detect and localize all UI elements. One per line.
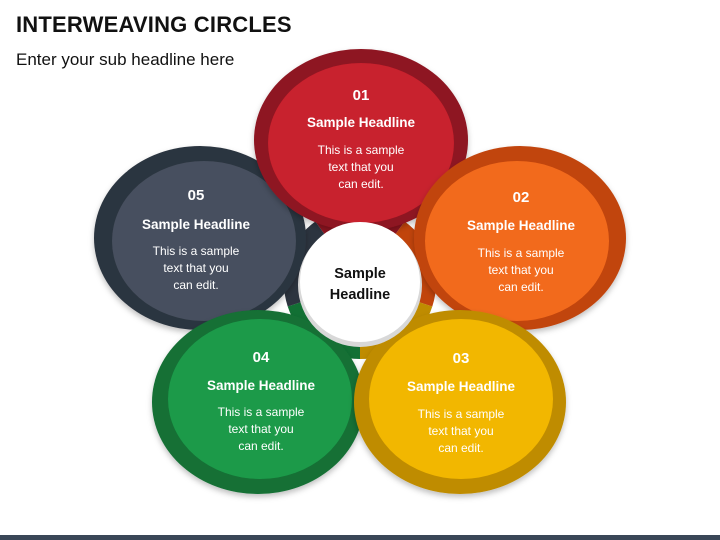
item-01-body-line2: text that you bbox=[328, 160, 393, 174]
center-headline-line2: Headline bbox=[330, 287, 390, 303]
bubble-05 bbox=[94, 146, 306, 330]
item-01-body-line3: can edit. bbox=[338, 177, 383, 191]
center-disc: Sample Headline bbox=[298, 222, 422, 347]
item-04-headline: Sample Headline bbox=[207, 378, 316, 393]
bubble-03-face bbox=[369, 319, 553, 479]
item-05-text: 05 Sample Headline This is a sample text… bbox=[142, 187, 251, 292]
bottom-bar bbox=[0, 535, 720, 540]
bubble-01-face bbox=[268, 63, 454, 223]
item-02-body-line1: This is a sample bbox=[478, 246, 565, 260]
item-05-body-line1: This is a sample bbox=[153, 244, 240, 258]
item-05-body-line3: can edit. bbox=[173, 278, 218, 292]
item-04-body-line2: text that you bbox=[228, 422, 293, 436]
bubble-03 bbox=[354, 310, 566, 494]
item-02-text: 02 Sample Headline This is a sample text… bbox=[467, 189, 576, 294]
item-02-body-line2: text that you bbox=[488, 263, 553, 277]
bubble-01 bbox=[254, 49, 468, 231]
item-04-number: 04 bbox=[253, 349, 270, 366]
item-03-body-line3: can edit. bbox=[438, 441, 483, 455]
item-01-text: 01 Sample Headline This is a sample text… bbox=[307, 87, 416, 191]
item-03-text: 03 Sample Headline This is a sample text… bbox=[407, 350, 516, 455]
page-title: INTERWEAVING CIRCLES bbox=[16, 12, 292, 37]
item-05-body-line2: text that you bbox=[163, 261, 228, 275]
item-01-headline: Sample Headline bbox=[307, 115, 416, 130]
item-04-text: 04 Sample Headline This is a sample text… bbox=[207, 349, 316, 453]
bubble-04 bbox=[152, 310, 364, 494]
bubble-02-face bbox=[425, 161, 609, 321]
item-03-body-line2: text that you bbox=[428, 424, 493, 438]
item-04-body-line1: This is a sample bbox=[218, 405, 305, 419]
item-03-number: 03 bbox=[453, 350, 470, 367]
item-05-number: 05 bbox=[188, 187, 205, 204]
center-headline-line1: Sample bbox=[334, 266, 386, 282]
item-01-number: 01 bbox=[353, 87, 370, 104]
item-02-body-line3: can edit. bbox=[498, 280, 543, 294]
bubble-04-face bbox=[168, 319, 352, 479]
item-05-headline: Sample Headline bbox=[142, 217, 251, 232]
item-03-headline: Sample Headline bbox=[407, 379, 516, 394]
item-02-number: 02 bbox=[513, 189, 530, 206]
page-subtitle: Enter your sub headline here bbox=[16, 50, 235, 69]
center-disc-face bbox=[300, 222, 420, 342]
bubble-05-face bbox=[112, 161, 296, 321]
item-02-headline: Sample Headline bbox=[467, 218, 576, 233]
item-01-body-line1: This is a sample bbox=[318, 143, 405, 157]
item-03-body-line1: This is a sample bbox=[418, 407, 505, 421]
bubble-02 bbox=[414, 146, 626, 330]
item-04-body-line3: can edit. bbox=[238, 439, 283, 453]
